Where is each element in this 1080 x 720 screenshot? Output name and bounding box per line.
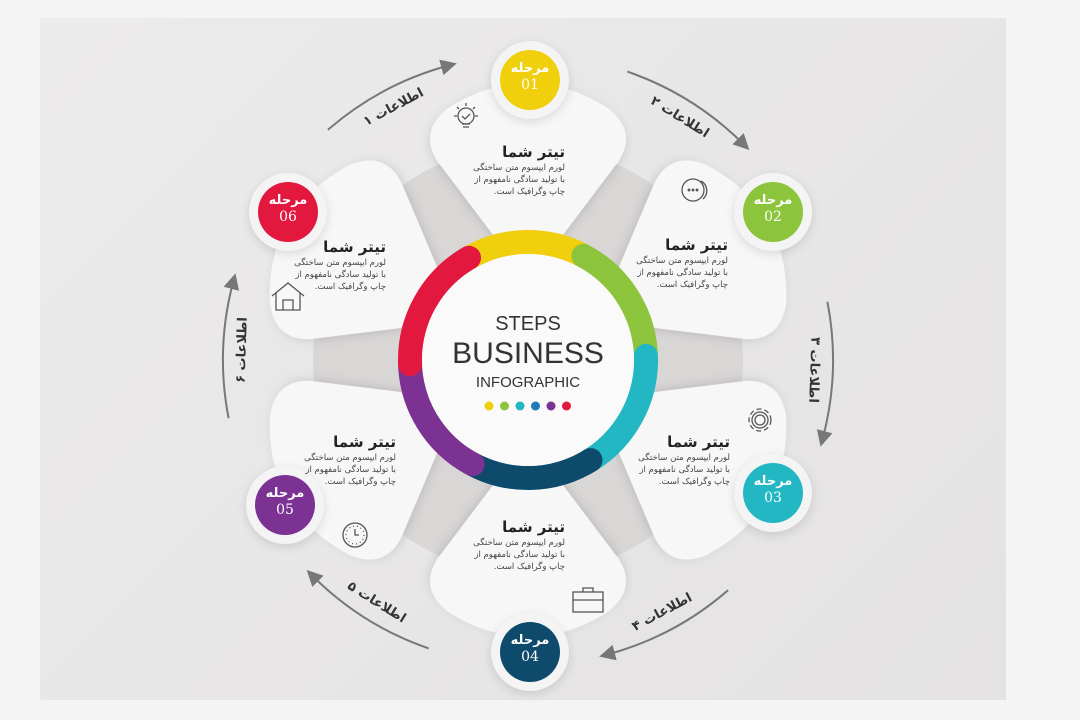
center-title-steps: STEPS	[495, 313, 561, 335]
stage-number: 05	[276, 502, 294, 518]
stage-title: تیتر شما	[502, 518, 565, 536]
stage-text-04: تیتر شما لورم ایپسوم متن ساختگی با تولید س…	[415, 517, 565, 573]
stage-body-line: چاپ وگرافیک است.	[324, 477, 396, 487]
stage-title: تیتر شما	[502, 143, 565, 161]
stage-label: مرحله	[510, 633, 550, 648]
petal-5	[269, 381, 451, 560]
arrow-label-3: اطلاعات ۳	[805, 337, 822, 403]
stage-body-line: لورم ایپسوم متن ساختگی	[638, 453, 730, 463]
stage-body-line: لورم ایپسوم متن ساختگی	[294, 258, 386, 268]
stage-body-line: چاپ وگرافیک است.	[493, 187, 565, 197]
color-dot	[531, 401, 540, 411]
stage-label: مرحله	[265, 486, 305, 501]
stage-text-01: تیتر شما لورم ایپسوم متن ساختگی با تولید س…	[415, 142, 565, 198]
flow-arrow-4	[599, 589, 729, 661]
stage-body-line: لورم ایپسوم متن ساختگی	[636, 256, 728, 266]
petal-1	[430, 83, 626, 267]
stage-body-line: لورم ایپسوم متن ساختگی	[304, 453, 396, 463]
stage-label: مرحله	[753, 193, 793, 208]
arrow-label-1: اطلاعات ۱	[361, 85, 426, 129]
arrow-label-4: اطلاعات ۴	[630, 590, 695, 634]
gear-icon	[748, 408, 772, 432]
briefcase-icon	[572, 587, 604, 613]
color-dot	[546, 401, 556, 411]
stage-text-06: تیتر شما لورم ایپسوم متن ساختگی با تولید س…	[236, 237, 386, 293]
stage-text-03: تیتر شما لورم ایپسوم متن ساختگی با تولید س…	[580, 432, 730, 488]
stage-number: 04	[521, 649, 539, 665]
stage-label: مرحله	[753, 474, 793, 489]
color-dot	[515, 401, 525, 411]
stage-body-line: لورم ایپسوم متن ساختگی	[473, 538, 565, 548]
stage-body-line: با تولید سادگی نامفهوم از	[639, 465, 730, 475]
arrow-label-6: اطلاعات ۶	[234, 317, 251, 383]
petal-3	[605, 381, 787, 560]
stage-body-line: با تولید سادگی نامفهوم از	[474, 550, 565, 560]
stage-body-line: با تولید سادگی نامفهوم از	[637, 268, 728, 278]
flow-arrow-3	[816, 301, 834, 447]
flow-arrow-1	[327, 59, 457, 131]
stage-label: مرحله	[268, 193, 308, 208]
stage-number: 01	[521, 77, 539, 93]
stage-body-line: با تولید سادگی نامفهوم از	[474, 175, 565, 185]
petal-4	[430, 453, 626, 637]
stage-text-02: تیتر شما لورم ایپسوم متن ساختگی با تولید س…	[578, 235, 728, 291]
stage-body-line: با تولید سادگی نامفهوم از	[305, 465, 396, 475]
flow-arrow-5	[306, 570, 430, 650]
center-title-business: BUSINESS	[452, 337, 604, 370]
stage-title: تیتر شما	[667, 433, 730, 451]
stage-body-line: چاپ وگرافیک است.	[314, 282, 386, 292]
stage-label: مرحله	[510, 61, 550, 76]
stage-body-line: چاپ وگرافیک است.	[656, 280, 728, 290]
flow-arrow-2	[626, 70, 750, 150]
arrow-label-5: اطلاعات ۵	[345, 579, 409, 627]
arrow-label-2: اطلاعات ۲	[648, 94, 712, 142]
stage-title: تیتر شما	[333, 433, 396, 451]
stage-number: 06	[279, 209, 297, 225]
center-title-infographic: INFOGRAPHIC	[475, 374, 581, 391]
house-icon	[271, 282, 305, 311]
stage-body-line: چاپ وگرافیک است.	[658, 477, 730, 487]
petal-2	[605, 160, 787, 339]
stage-title: تیتر شما	[665, 236, 728, 254]
center-circle	[422, 254, 634, 466]
stage-body-line: با تولید سادگی نامفهوم از	[295, 270, 386, 280]
stage-title: تیتر شما	[323, 238, 386, 256]
stage-number: 03	[764, 490, 782, 506]
stage-text-05: تیتر شما لورم ایپسوم متن ساختگی با تولید س…	[246, 432, 396, 488]
clock-icon	[342, 522, 368, 548]
ring-segment-6	[398, 245, 481, 377]
stage-number: 02	[764, 209, 782, 225]
flow-arrow-6	[222, 273, 240, 419]
stage-body-line: چاپ وگرافیک است.	[493, 562, 565, 572]
lightbulb-icon	[454, 103, 478, 128]
color-dot	[500, 401, 509, 411]
stage-body-line: لورم ایپسوم متن ساختگی	[473, 163, 565, 173]
color-dot	[562, 401, 571, 411]
color-dot	[484, 401, 494, 411]
chat-bubbles-icon	[681, 178, 708, 202]
